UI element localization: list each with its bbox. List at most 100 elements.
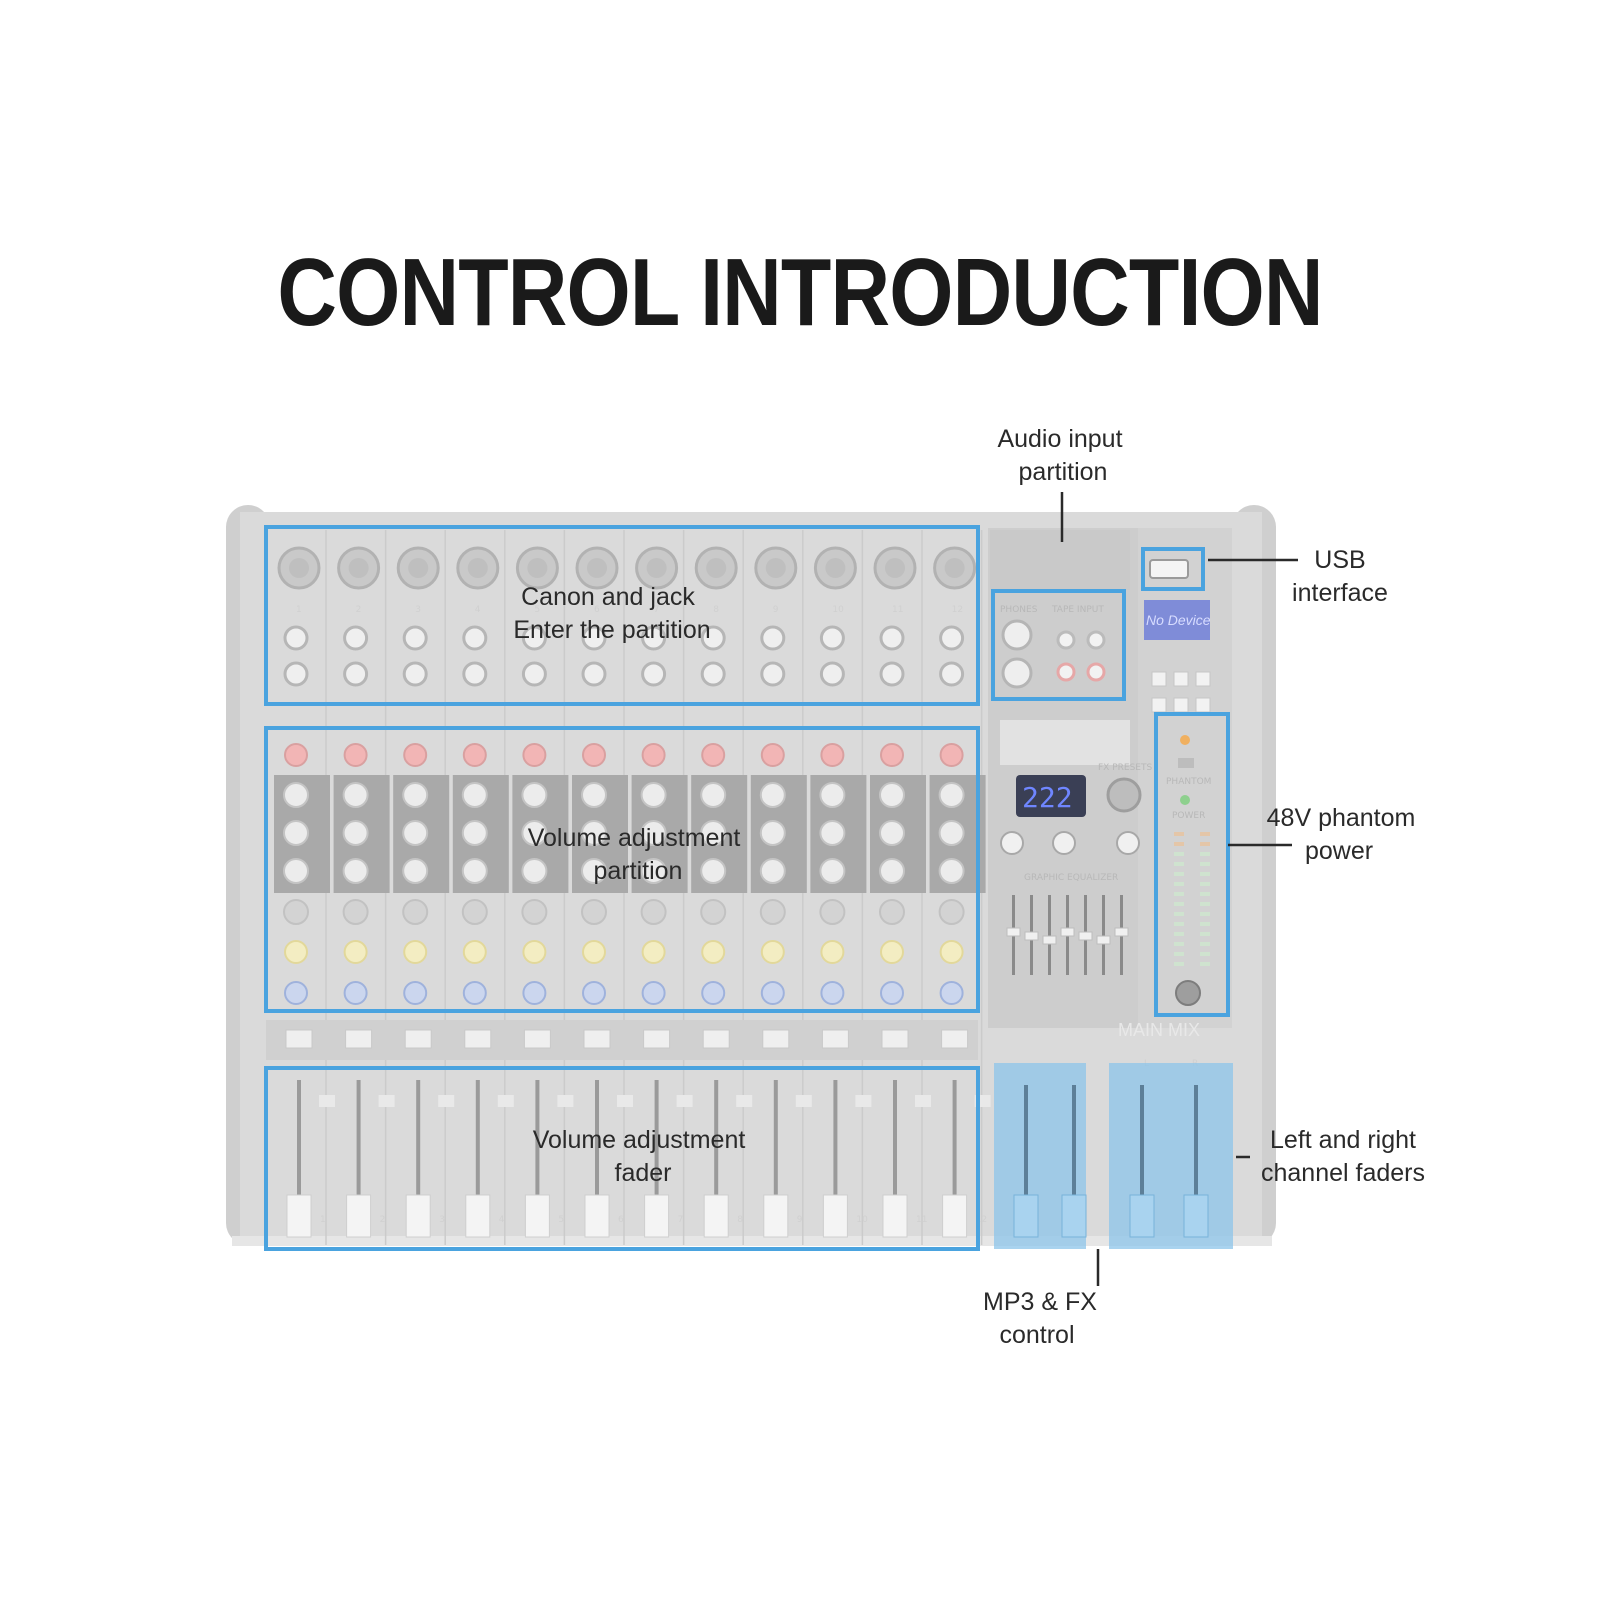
- fx-send-knob: [760, 940, 785, 964]
- xlr-jack-core: [527, 558, 548, 578]
- master-fader-cap: [1013, 1194, 1039, 1238]
- meter-led-left: [1174, 952, 1184, 956]
- tape-out-l: [1086, 630, 1106, 650]
- solo-button: [795, 1095, 812, 1107]
- callout-mp3-fx-line2: control: [999, 1321, 1074, 1349]
- insert-jack: [760, 661, 786, 687]
- geq-slot: [1102, 895, 1105, 975]
- usb-button: [1151, 697, 1167, 713]
- eq-knob: [461, 820, 488, 846]
- solo-button: [378, 1095, 395, 1107]
- meter-led-left: [1174, 842, 1184, 846]
- fx-display-value: 222: [1022, 781, 1073, 814]
- fader-cap: [405, 1194, 431, 1238]
- fx-send-knob: [880, 940, 904, 964]
- xlr-jack-core: [944, 558, 965, 578]
- fx-send-knob: [343, 940, 368, 964]
- geq-cap: [1006, 927, 1021, 937]
- insert-jack: [700, 661, 726, 687]
- mute-buttons: [285, 1029, 969, 1049]
- eq-knob: [342, 858, 369, 884]
- line-jack: [819, 625, 845, 651]
- line-jack: [462, 625, 488, 651]
- callout-usb-line2: interface: [1292, 579, 1388, 607]
- channel-number: 9: [773, 605, 779, 615]
- fader-cap: [644, 1194, 670, 1238]
- fader-cap: [346, 1194, 372, 1238]
- mon-knob: [700, 899, 727, 925]
- gain-knob: [939, 743, 964, 767]
- eq-knob: [700, 820, 727, 846]
- fx-send-knob: [403, 940, 428, 964]
- fader-cap: [763, 1194, 789, 1238]
- meter-led-left: [1174, 962, 1184, 966]
- pan-knob: [939, 981, 964, 1005]
- pan-knob: [820, 981, 845, 1005]
- channel-number: 4: [475, 605, 481, 615]
- fx-send-knob: [582, 940, 606, 964]
- geq-cap: [1042, 935, 1057, 945]
- fx-knob: [1116, 831, 1140, 855]
- insert-jack: [343, 661, 369, 687]
- meter-led-right: [1200, 932, 1210, 936]
- zone-volume-fader: [264, 1066, 980, 1251]
- xlr-jack-core: [646, 558, 667, 578]
- meter-led-right: [1200, 832, 1210, 836]
- fx-send-knob: [522, 940, 547, 964]
- meter-led-right: [1200, 952, 1210, 956]
- fader-cap: [584, 1194, 610, 1238]
- mute-row: [266, 1020, 978, 1060]
- gain-knob: [820, 743, 845, 767]
- geq-cap: [1060, 927, 1075, 937]
- page-title: CONTROL INTRODUCTION: [277, 239, 1323, 346]
- mon-knob: [521, 899, 548, 925]
- fader-number: 2: [380, 1215, 386, 1225]
- gain-knob: [343, 743, 368, 767]
- eq-knob: [342, 820, 369, 846]
- meter-led-left: [1174, 832, 1184, 836]
- line-jack: [641, 625, 667, 651]
- fader-slot: [893, 1080, 897, 1230]
- fader-cap: [822, 1194, 848, 1238]
- meter-led-left: [1174, 862, 1184, 866]
- eq-knob: [819, 820, 846, 846]
- eq-knob: [402, 820, 429, 846]
- insert-jack: [521, 661, 547, 687]
- usb-port: [1149, 559, 1189, 579]
- xlr-jack-core: [765, 558, 786, 578]
- zone-usb: [1141, 547, 1205, 591]
- meter-led-left: [1174, 942, 1184, 946]
- main-mix-label: MAIN MIX: [1118, 1020, 1200, 1040]
- meter-led-left: [1174, 882, 1184, 886]
- zone-lr-faders: [1109, 1063, 1233, 1249]
- line-jack: [581, 625, 607, 651]
- eq-knob: [640, 858, 667, 884]
- meter-led-right: [1200, 872, 1210, 876]
- eq-knob: [342, 782, 369, 808]
- fader-slot: [654, 1080, 659, 1230]
- mute-button: [941, 1029, 969, 1049]
- meter-led-right: [1200, 862, 1210, 866]
- eq-knob: [283, 858, 309, 884]
- eq-knob: [879, 782, 905, 808]
- zone-canon-jack-line2: Enter the partition: [513, 616, 710, 644]
- callout-phantom-line2: power: [1305, 837, 1373, 865]
- line-jack: [939, 625, 965, 651]
- zone-canon-jack-line1: Canon and jack: [521, 583, 695, 611]
- meter-led-right: [1200, 842, 1210, 846]
- callout-lines: [1060, 492, 1298, 1286]
- zone-volume-fader-line2: fader: [615, 1159, 672, 1187]
- meter-led-right: [1200, 922, 1210, 926]
- fader-cap: [703, 1194, 729, 1238]
- pan-knob: [760, 981, 785, 1005]
- phantom-label: PHANTOM: [1166, 777, 1211, 787]
- meter-led-left: [1174, 892, 1184, 896]
- solo-button: [617, 1095, 633, 1107]
- tape-out-r: [1086, 662, 1106, 682]
- eq-knob: [581, 858, 607, 884]
- fader-number: 7: [678, 1215, 684, 1225]
- master-fader-cap: [1061, 1194, 1087, 1238]
- fader-slot: [714, 1080, 719, 1230]
- solo-button: [497, 1095, 514, 1107]
